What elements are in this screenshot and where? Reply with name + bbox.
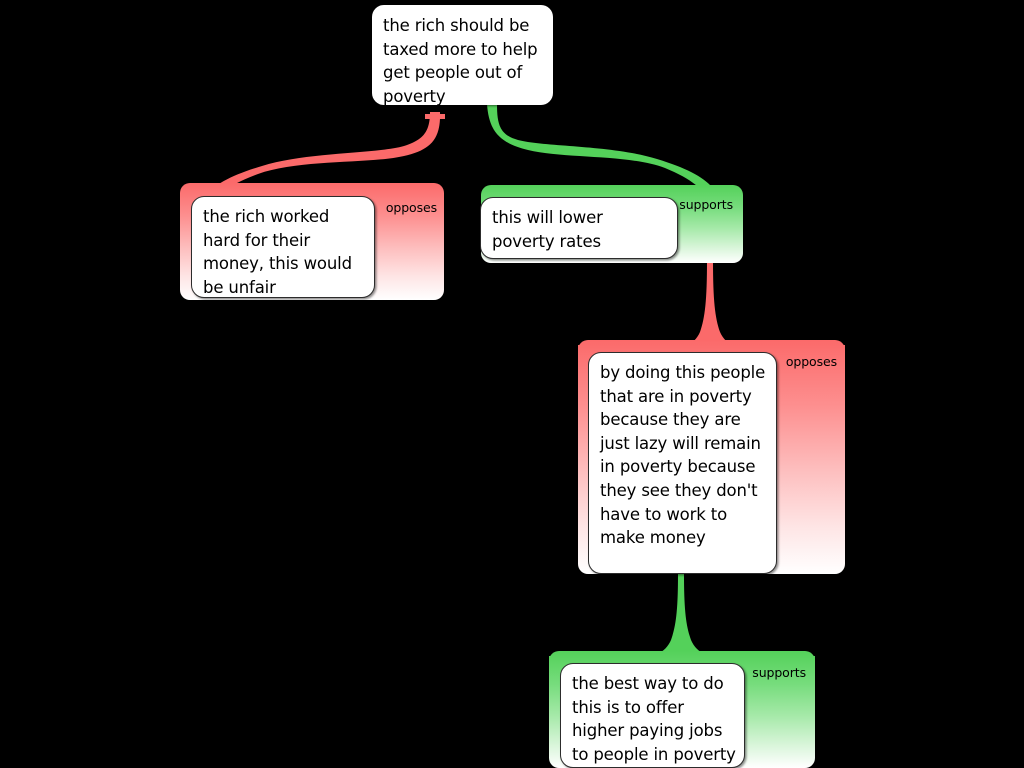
relation-label-supports-1: supports xyxy=(679,197,733,212)
card-support-1-text: this will lower poverty rates xyxy=(492,208,603,251)
card-objection-1[interactable]: the rich worked hard for their money, th… xyxy=(191,196,375,298)
edge-objection-2-to-support-2 xyxy=(549,574,815,663)
root-claim-text: the rich should be taxed more to help ge… xyxy=(383,16,538,106)
relation-label-supports-2: supports xyxy=(752,665,806,680)
card-objection-2-text: by doing this people that are in poverty… xyxy=(600,363,766,548)
card-support-1[interactable]: this will lower poverty rates xyxy=(480,197,678,259)
relation-label-opposes-1: opposes xyxy=(385,200,437,215)
card-support-2-text: the best way to do this is to offer high… xyxy=(572,674,736,764)
node-root-claim[interactable]: the rich should be taxed more to help ge… xyxy=(372,5,553,106)
card-objection-1-text: the rich worked hard for their money, th… xyxy=(203,207,352,297)
card-objection-2[interactable]: by doing this people that are in poverty… xyxy=(588,352,777,574)
edge-support-1-to-objection-2 xyxy=(578,256,845,352)
card-support-2[interactable]: the best way to do this is to offer high… xyxy=(560,663,745,768)
relation-label-opposes-2: opposes xyxy=(785,354,837,369)
